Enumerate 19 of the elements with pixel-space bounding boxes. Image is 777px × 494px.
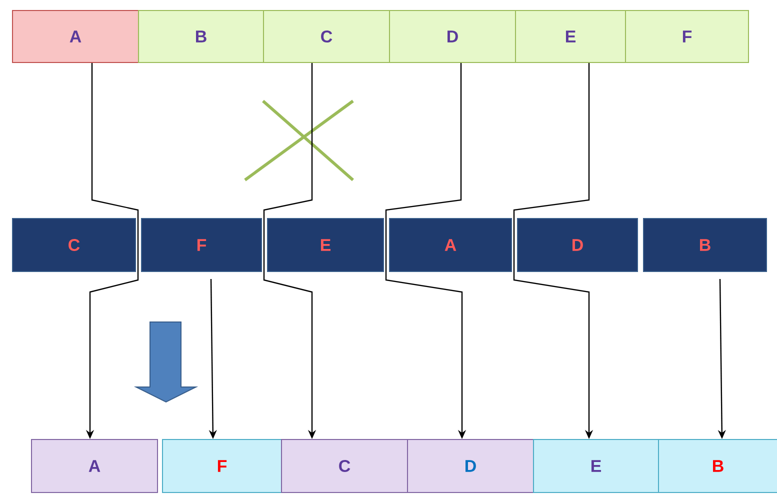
top-cell: A [12,10,139,63]
middle-cell: B [643,218,767,272]
top-cell: D [389,10,516,63]
bottom-cell: F [162,439,282,493]
top-cell: B [138,10,264,63]
bottom-cell: E [533,439,659,493]
node-label: B [713,460,724,472]
bottom-cell: C [281,439,408,493]
bottom-cell: D [407,439,534,493]
top-cell: F [625,10,749,63]
bottom-cell: A [31,439,158,493]
bottom-cell: B [658,439,777,493]
middle-cell: E [267,218,384,272]
middle-cell: C [12,218,136,272]
top-cell: C [263,10,390,63]
top-cell: E [515,10,626,63]
middle-cell: F [141,218,262,272]
middle-cell: A [389,218,512,272]
middle-cell: D [517,218,638,272]
